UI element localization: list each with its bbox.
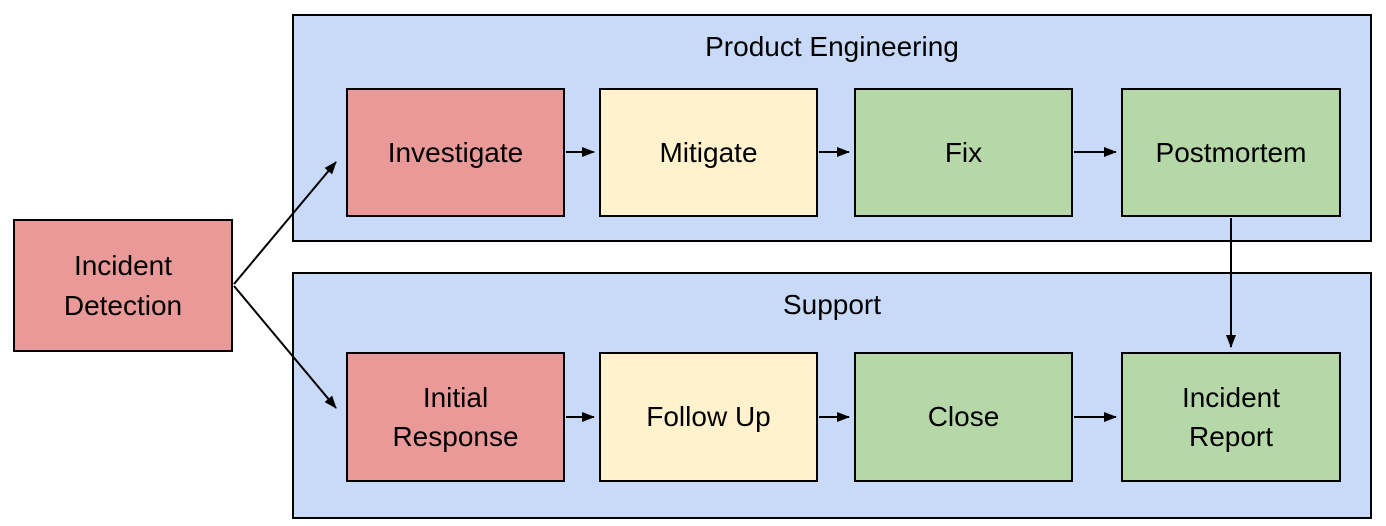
node-initial-response-label: Initial Response (392, 381, 519, 452)
node-initial-response: Initial Response (346, 352, 565, 482)
node-incident-report-label: Incident Report (1181, 381, 1281, 452)
node-follow-up-label: Follow Up (646, 401, 771, 433)
node-fix: Fix (854, 88, 1073, 217)
node-follow-up: Follow Up (599, 352, 818, 482)
group-product-engineering-title: Product Engineering (705, 31, 959, 62)
node-investigate-label: Investigate (387, 136, 524, 168)
node-incident-report: Incident Report (1121, 352, 1341, 482)
node-close-label: Close (927, 401, 1000, 433)
group-support-title: Support (782, 289, 882, 320)
node-close: Close (854, 352, 1073, 482)
node-mitigate: Mitigate (599, 88, 818, 217)
node-postmortem: Postmortem (1121, 88, 1341, 217)
node-fix-label: Fix (944, 136, 983, 168)
node-mitigate-label: Mitigate (659, 136, 758, 168)
node-incident-detection-label: Incident Detection (63, 250, 183, 321)
node-incident-detection: Incident Detection (13, 219, 233, 352)
node-investigate: Investigate (346, 88, 565, 217)
node-postmortem-label: Postmortem (1155, 136, 1307, 168)
